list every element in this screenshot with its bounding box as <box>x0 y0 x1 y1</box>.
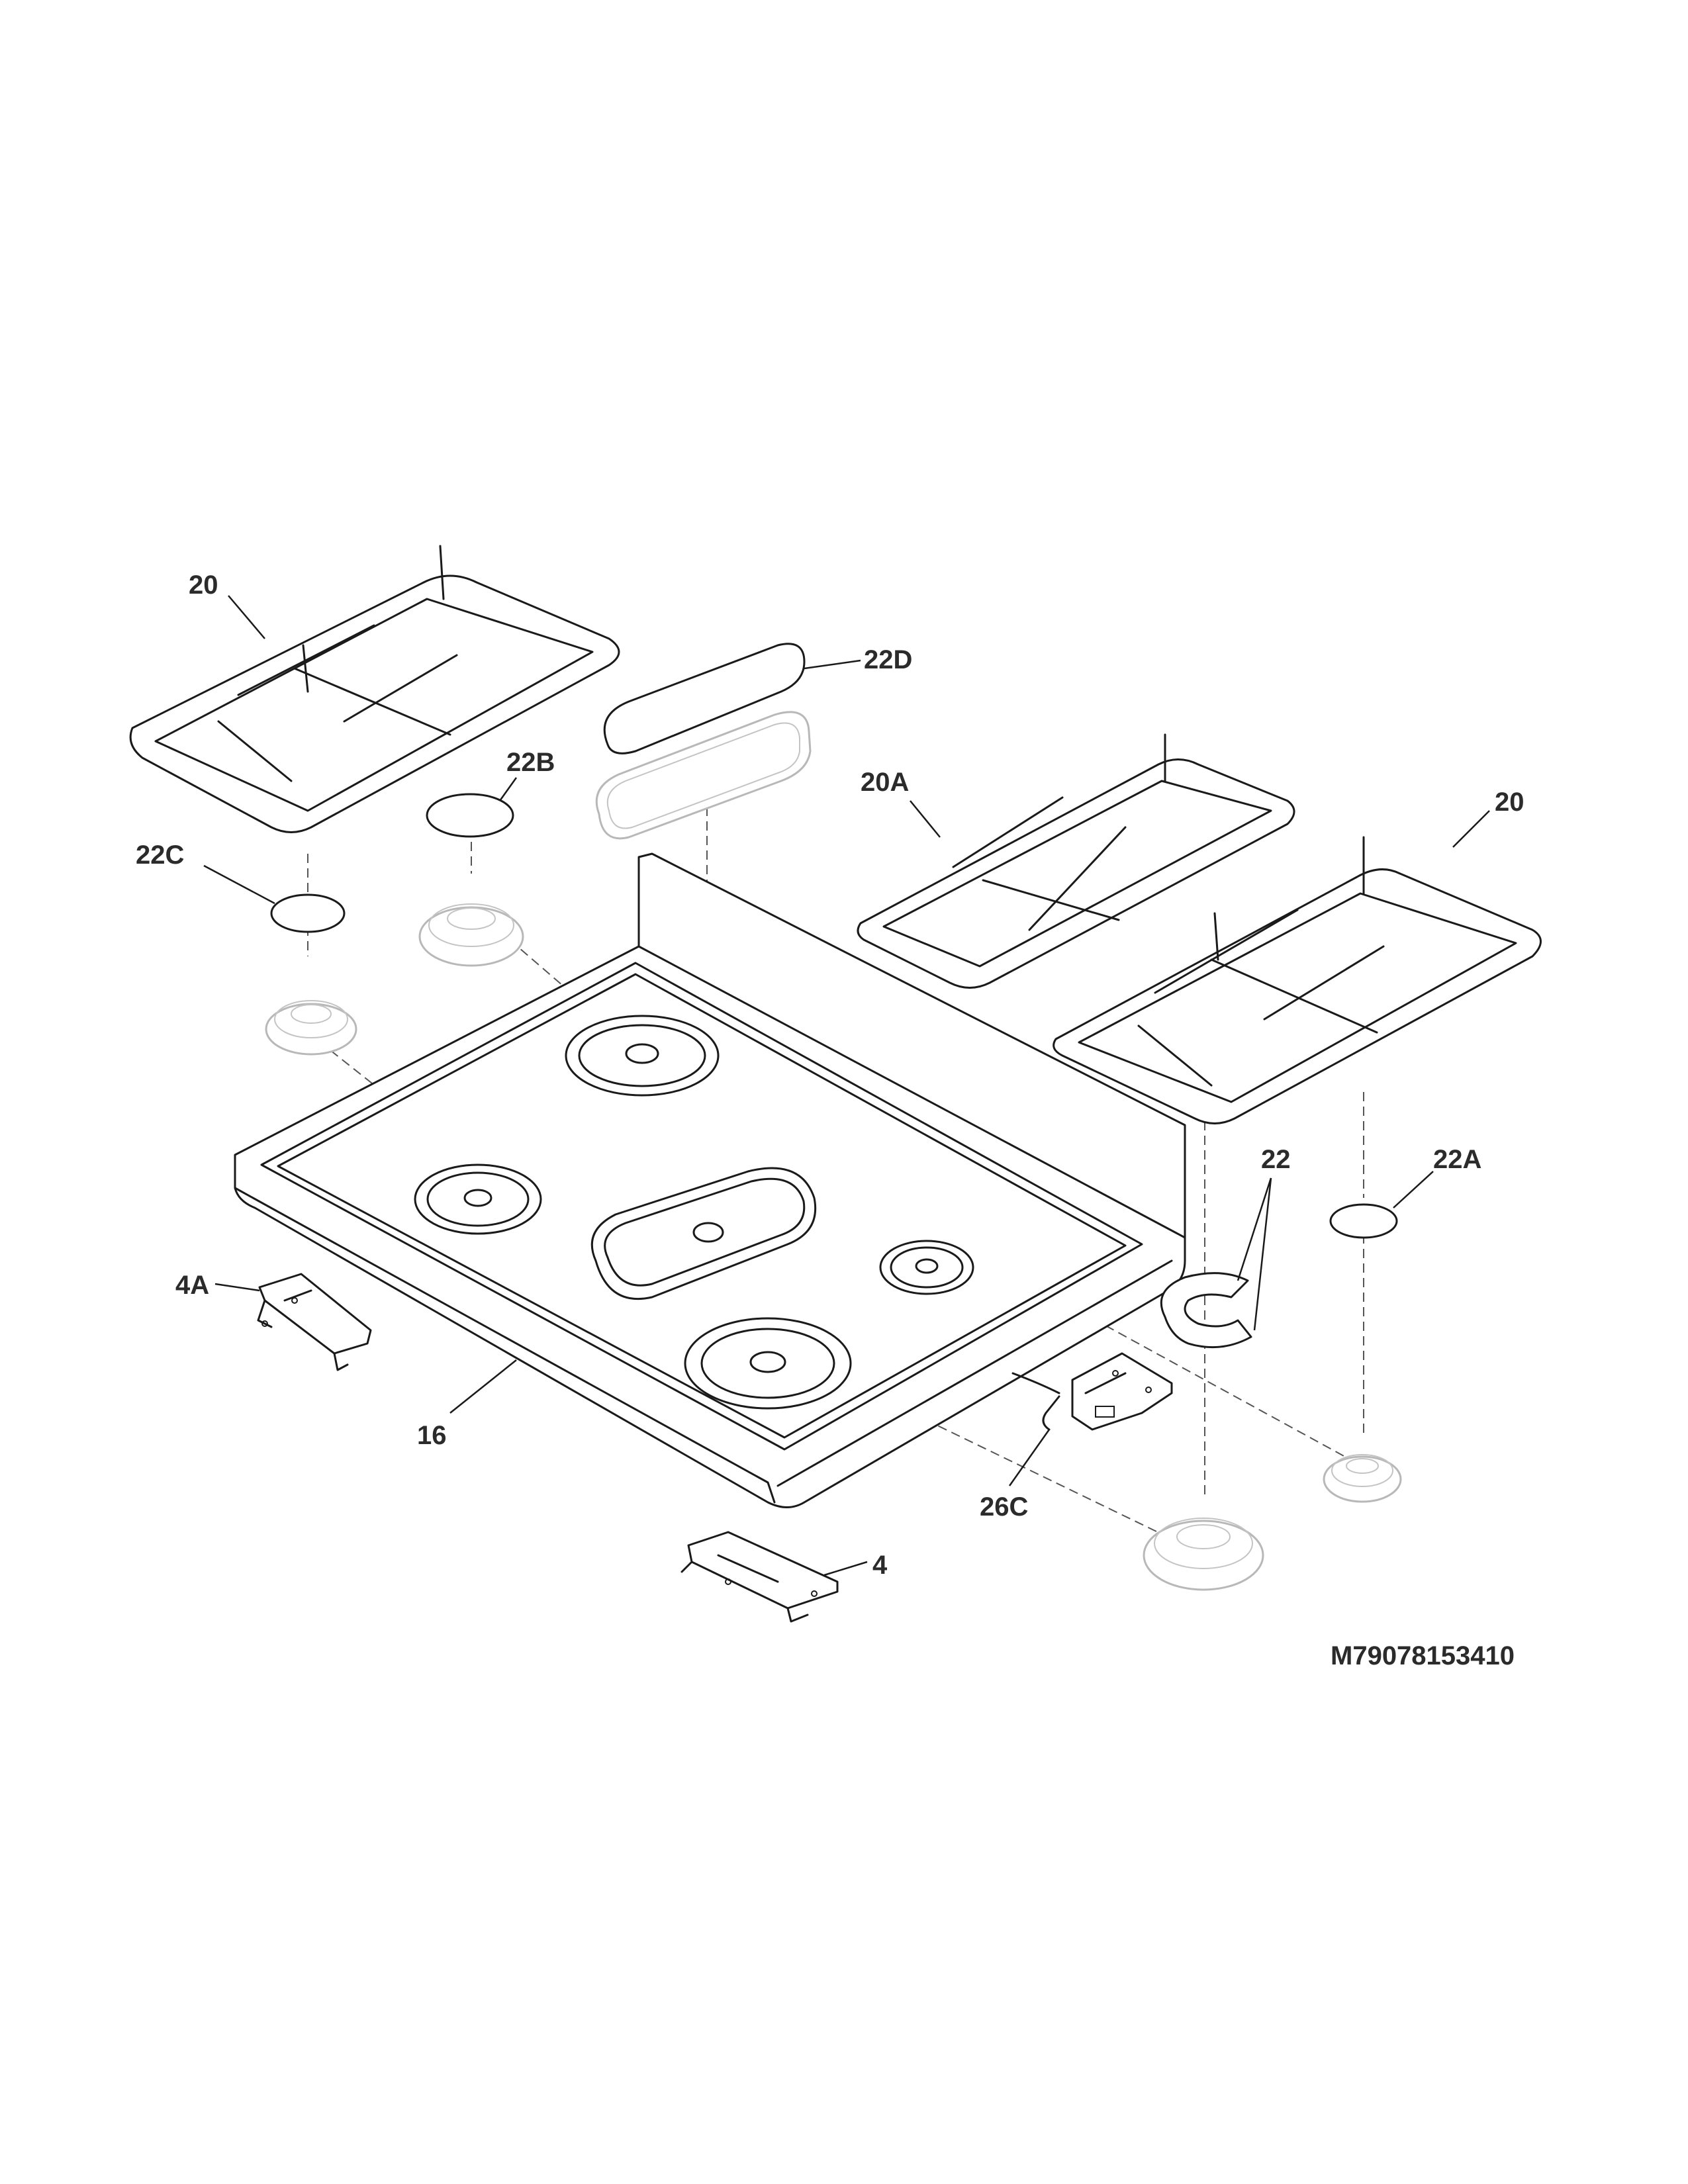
callout-bracket-4a: 4A <box>175 1271 209 1300</box>
callout-bracket-4: 4 <box>872 1551 888 1580</box>
callout-cap-22c: 22C <box>136 841 184 870</box>
callout-labels: 20 22D 22B 20A 20 22C 22 22A 4A 16 26C 4 <box>136 570 1524 1580</box>
grate-center <box>857 733 1295 989</box>
wire-harness-26c <box>1011 1352 1173 1431</box>
burner-base-right-front <box>1143 1518 1264 1591</box>
callout-grate-left: 20 <box>189 570 218 600</box>
bracket-4a <box>257 1273 372 1371</box>
callout-harness: 26C <box>980 1492 1028 1522</box>
burner-cap-22c <box>270 893 346 933</box>
model-number: M79078153410 <box>1331 1641 1515 1670</box>
burner-well-left-front <box>414 1163 542 1235</box>
grate-left <box>129 545 620 833</box>
callout-cap-22a: 22A <box>1433 1145 1481 1174</box>
griddle-shadow <box>595 711 812 840</box>
burner-well-left-rear <box>565 1015 720 1097</box>
griddle-plate <box>603 643 806 754</box>
burner-well-right-front <box>684 1317 852 1410</box>
grate-right <box>1053 836 1542 1124</box>
burner-ring-22 <box>1160 1272 1252 1349</box>
callout-cooktop: 16 <box>417 1421 447 1450</box>
callout-ring-22: 22 <box>1261 1145 1291 1174</box>
burner-base-left-rear <box>418 903 524 967</box>
callout-grate-right: 20 <box>1495 788 1524 817</box>
burner-base-right-rear <box>1323 1454 1402 1503</box>
burner-well-right-rear <box>879 1240 974 1295</box>
griddle-well-center <box>590 1167 817 1300</box>
burner-cap-22a <box>1329 1203 1398 1239</box>
bracket-4 <box>680 1531 839 1623</box>
cooktop-main-top <box>234 852 1186 1508</box>
callout-grate-center: 20A <box>861 768 909 797</box>
burner-cap-22b <box>426 793 514 838</box>
leader-lines <box>203 595 1490 1576</box>
callout-griddle: 22D <box>864 645 912 674</box>
callout-cap-22b: 22B <box>506 748 555 777</box>
burner-base-left-front <box>265 1000 357 1056</box>
